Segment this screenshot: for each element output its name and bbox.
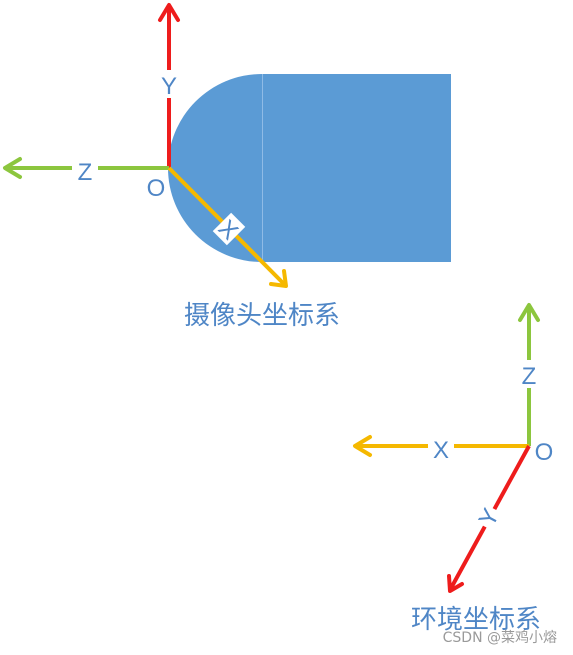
camera-z-label-bg xyxy=(72,156,98,182)
camera-x-label-bg xyxy=(212,212,246,246)
camera-lens-dome xyxy=(168,74,262,262)
camera-x-arrowhead xyxy=(269,269,288,288)
world-frame: Z X Y O 环境坐标系 xyxy=(353,303,554,634)
camera-frame-caption: 摄像头坐标系 xyxy=(184,300,340,330)
camera-origin-label: O xyxy=(147,175,166,202)
camera-y-label: Y xyxy=(161,73,177,100)
world-x-label: X xyxy=(433,437,449,464)
world-z-label-bg xyxy=(517,360,541,388)
camera-frame: Y Z X O 摄像头坐标系 xyxy=(3,3,340,330)
camera-body xyxy=(168,74,451,262)
world-z-label: Z xyxy=(522,363,537,390)
camera-z-arrowhead xyxy=(3,157,22,179)
camera-housing xyxy=(262,74,451,262)
watermark: CSDN @菜鸡小熔 xyxy=(443,629,557,646)
world-y-label-group: Y xyxy=(471,502,505,532)
world-y-arrowhead xyxy=(447,574,464,593)
world-x-label-bg xyxy=(428,434,454,460)
world-origin-label: O xyxy=(535,439,554,466)
world-y-label-bg xyxy=(471,502,505,532)
camera-z-label: Z xyxy=(78,159,93,186)
world-x-arrowhead xyxy=(353,435,372,457)
world-frame-caption: 环境坐标系 xyxy=(411,604,541,634)
camera-y-label-bg xyxy=(159,70,179,98)
world-z-arrowhead xyxy=(518,303,540,322)
camera-y-arrowhead xyxy=(158,3,180,22)
